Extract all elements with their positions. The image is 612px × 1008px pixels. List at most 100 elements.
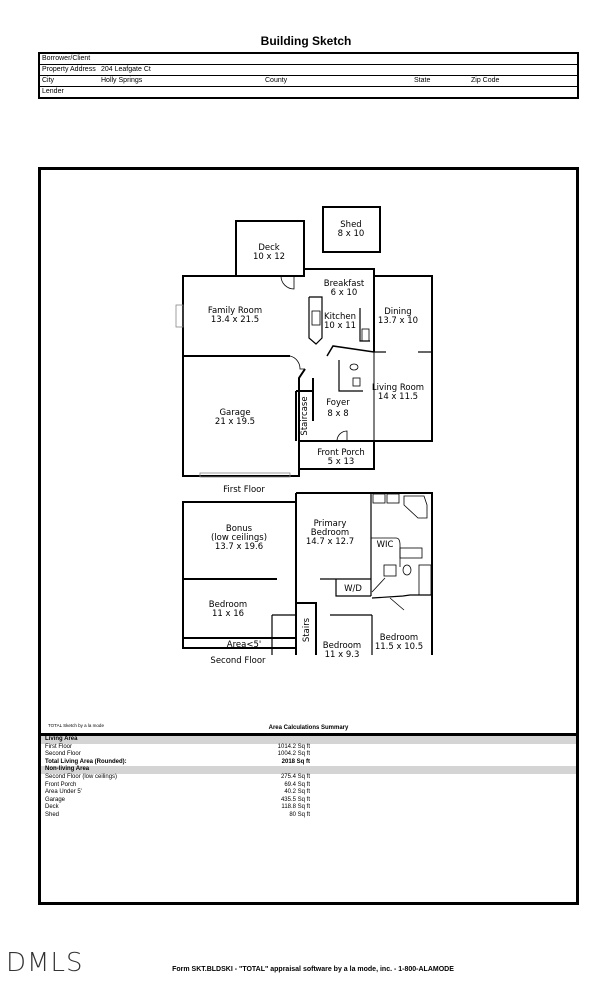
state-label: State xyxy=(414,77,431,84)
garage-size: 21 x 19.5 xyxy=(215,417,255,427)
calc-label: First Floor xyxy=(45,743,72,750)
garage-label: Garage xyxy=(219,408,250,418)
kitchen-label: Kitchen xyxy=(324,312,356,322)
stairs-label: Stairs xyxy=(302,617,312,642)
porch-outline xyxy=(298,440,375,470)
room-labels: Shed 8 x 10 Deck 10 x 12 Breakfast 6 x 1… xyxy=(208,220,424,666)
calc-value: 275.4 Sq ft xyxy=(280,773,310,780)
breakfast-label: Breakfast xyxy=(324,279,365,289)
calc-label: Deck xyxy=(45,804,59,811)
breakfast-size: 6 x 10 xyxy=(331,288,358,298)
foyer-label: Foyer xyxy=(326,398,350,408)
calc-row: Garage 435.5 Sq ft xyxy=(41,797,576,805)
calc-value: 435.5 Sq ft xyxy=(280,796,310,803)
borrower-row: Borrower/Client xyxy=(40,54,577,65)
lender-label: Lender xyxy=(42,88,64,95)
bedroom1-label: Bedroom xyxy=(209,600,247,610)
sketch-frame xyxy=(38,167,579,905)
calc-label: Area Under 5' xyxy=(45,789,82,796)
calc-row: Front Porch 69.4 Sq ft xyxy=(41,782,576,790)
living-room-size: 14 x 11.5 xyxy=(378,392,418,402)
primary-label: Primary xyxy=(314,519,347,529)
calc-divider xyxy=(41,733,576,736)
county-label: County xyxy=(265,77,288,84)
porch-label: Front Porch xyxy=(317,448,365,458)
total-row: Total Living Area (Rounded):2018 Sq ft xyxy=(41,759,576,767)
floor-plan: Shed 8 x 10 Deck 10 x 12 Breakfast 6 x 1… xyxy=(175,206,433,666)
bedroom3-label: Bedroom xyxy=(380,633,418,643)
area-under-5-label: Area<5' xyxy=(227,640,261,650)
bonus-note: (low ceilings) xyxy=(211,533,267,543)
calc-value: 80 Sq ft xyxy=(289,811,310,818)
calc-row: Deck 118.8 Sq ft xyxy=(41,804,576,812)
living-header: Living Area xyxy=(41,736,576,744)
borrower-label: Borrower/Client xyxy=(42,55,91,62)
area-calculations: TOTAL Sketch by a la mode Area Calculati… xyxy=(41,722,576,820)
bedroom2-label: Bedroom xyxy=(323,641,361,651)
bedroom1-size: 11 x 16 xyxy=(212,609,244,619)
calc-title: Area Calculations Summary xyxy=(268,725,349,731)
doors-fixtures xyxy=(175,275,370,478)
wd-label: W/D xyxy=(344,584,362,594)
shed-size: 8 x 10 xyxy=(338,229,365,239)
property-header-table: Borrower/Client Property Address 204 Leaf… xyxy=(38,52,579,99)
nonliving-header: Non-living Area xyxy=(41,766,576,774)
bedroom3-size: 11.5 x 10.5 xyxy=(375,642,423,652)
city-label: City xyxy=(42,77,55,84)
deck-label: Deck xyxy=(258,243,279,253)
calc-row: Area Under 5' 40.2 Sq ft xyxy=(41,789,576,797)
wic-label: WIC xyxy=(377,540,394,550)
family-room-label: Family Room xyxy=(208,306,262,316)
calc-row: Second Floor 1004.2 Sq ft xyxy=(41,751,576,759)
address-label: Property Address xyxy=(42,66,96,73)
calc-row: Shed 80 Sq ft xyxy=(41,812,576,820)
calc-note: TOTAL Sketch by a la mode xyxy=(48,723,104,728)
shed-label: Shed xyxy=(340,220,361,230)
bonus-size: 13.7 x 19.6 xyxy=(215,542,263,552)
second-floor-label: Second Floor xyxy=(210,656,266,666)
calc-label: Second Floor (low ceilings) xyxy=(45,773,118,780)
calc-label: Front Porch xyxy=(45,781,77,788)
calc-label: Shed xyxy=(45,811,60,818)
family-room-size: 13.4 x 21.5 xyxy=(211,315,259,325)
city-value: Holly Springs xyxy=(101,77,143,84)
page-title: Building Sketch xyxy=(260,34,352,48)
dining-label: Dining xyxy=(384,307,411,317)
walls xyxy=(182,206,433,477)
dining-size: 13.7 x 10 xyxy=(378,316,418,326)
living-header-label: Living Area xyxy=(45,736,78,742)
primary-label-2: Bedroom xyxy=(311,528,349,538)
calc-label: Second Floor xyxy=(45,751,81,758)
bedroom2-size: 11 x 9.3 xyxy=(325,650,360,660)
calc-value: 40.2 Sq ft xyxy=(284,789,310,796)
city-row: City Holly Springs County State Zip Code xyxy=(40,76,577,87)
calc-row: First Floor 1014.2 Sq ft xyxy=(41,744,576,752)
zip-label: Zip Code xyxy=(471,77,500,84)
bonus-label: Bonus xyxy=(226,524,253,534)
form-footer: Form SKT.BLDSKI - "TOTAL" appraisal soft… xyxy=(172,966,454,973)
staircase-label: Staircase xyxy=(300,396,310,435)
shed-outline xyxy=(322,206,381,253)
calc-heading: TOTAL Sketch by a la mode Area Calculati… xyxy=(41,722,576,733)
primary-size: 14.7 x 12.7 xyxy=(306,537,354,547)
nonliving-header-label: Non-living Area xyxy=(45,766,90,773)
foyer-size: 8 x 8 xyxy=(327,409,348,419)
total-label: Total Living Area (Rounded): xyxy=(45,758,127,765)
kitchen-size: 10 x 11 xyxy=(324,321,356,331)
calc-label: Garage xyxy=(45,796,66,803)
calc-value: 118.8 Sq ft xyxy=(281,804,310,811)
address-row: Property Address 204 Leafgate Ct xyxy=(40,65,577,76)
calc-value: 1014.2 Sq ft xyxy=(277,743,310,750)
address-value: 204 Leafgate Ct xyxy=(101,66,151,73)
porch-size: 5 x 13 xyxy=(328,457,355,467)
dmls-logo: DMLS xyxy=(6,948,84,978)
calc-value: 1004.2 Sq ft xyxy=(277,751,310,758)
second-floor-fixtures xyxy=(371,493,432,611)
calc-row: Second Floor (low ceilings) 275.4 Sq ft xyxy=(41,774,576,782)
lender-row: Lender xyxy=(40,87,577,97)
first-floor-label: First Floor xyxy=(223,485,265,495)
west-wall xyxy=(182,275,306,477)
deck-size: 10 x 12 xyxy=(253,252,285,262)
calc-value: 69.4 Sq ft xyxy=(284,781,310,788)
living-room-label: Living Room xyxy=(372,383,424,393)
